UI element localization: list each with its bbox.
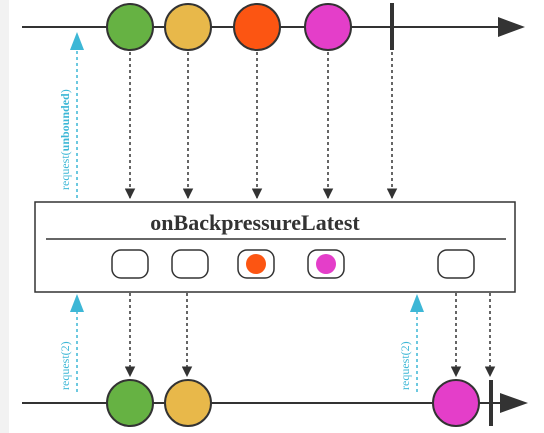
request-2-right-label: request(2) (398, 341, 412, 390)
output-timeline (22, 379, 528, 427)
output-marble-yellow (164, 379, 212, 427)
request-unbounded-arrowhead (70, 32, 84, 50)
operator-slot-empty-2 (171, 249, 209, 279)
operator-slot-empty-1 (111, 249, 149, 279)
output-marble-magenta (432, 379, 480, 427)
operator-slot-empty-3 (437, 249, 475, 279)
request-2-right-group: request(2) (398, 294, 424, 392)
operator-title: onBackpressureLatest (150, 210, 360, 235)
source-marble-magenta (304, 3, 352, 51)
request-2-left-label: request(2) (58, 341, 72, 390)
operator-slot-orange-marble (246, 254, 266, 274)
source-marble-green (106, 3, 154, 51)
source-marble-orange (233, 3, 281, 51)
output-timeline-arrowhead (500, 393, 528, 413)
request-unbounded-group: request(unbounded) (58, 32, 84, 198)
request-unbounded-label: request(unbounded) (58, 89, 72, 190)
source-timeline-arrowhead (498, 17, 525, 37)
source-timeline (22, 3, 525, 51)
request-2-left-group: request(2) (58, 294, 84, 392)
operator-box-frame (34, 201, 516, 293)
output-marble-green (106, 379, 154, 427)
request-2-right-arrowhead (410, 294, 424, 312)
operator-slot-magenta-marble (316, 254, 336, 274)
left-margin-strip (0, 0, 9, 433)
request-2-left-arrowhead (70, 294, 84, 312)
source-to-operator-arrows (124, 52, 398, 200)
source-marble-yellow (164, 3, 212, 51)
operator-to-output-arrows (124, 293, 496, 378)
operator-box: onBackpressureLatest (34, 201, 516, 293)
